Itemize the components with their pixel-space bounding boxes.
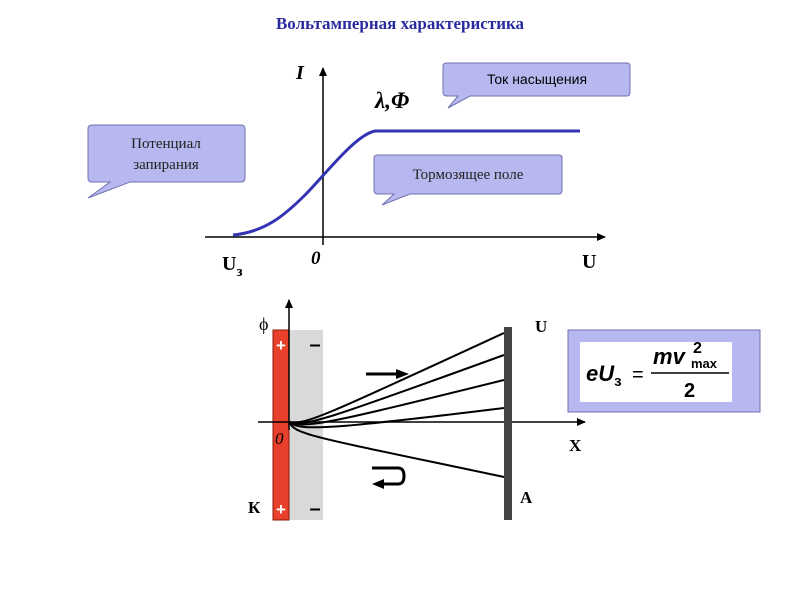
iv-stop-voltage-label: Uз xyxy=(222,253,242,280)
iv-stop-voltage-sub: з xyxy=(236,264,242,280)
callout-stopping-potential-line2: запирания xyxy=(133,157,199,173)
cathode-plus-top: + xyxy=(276,336,286,355)
iv-y-axis-label: I xyxy=(295,62,305,84)
callout-saturation-box xyxy=(442,62,631,109)
anode-label: А xyxy=(520,488,533,507)
callout-retarding-field: Тормозящее поле xyxy=(373,154,563,206)
callout-saturation: Ток насыщения xyxy=(442,62,631,109)
cathode-label: К xyxy=(248,498,261,517)
iv-x-axis-label: U xyxy=(582,251,596,273)
cathode-plate xyxy=(272,329,290,521)
formula-equals: = xyxy=(632,364,644,386)
formula-u: U xyxy=(598,361,615,386)
page-title: Вольтамперная характеристика xyxy=(275,14,525,33)
iv-graph: I U 0 Uз λ,Φ Ток насыщения Потенциал зап… xyxy=(87,62,631,280)
gap-minus-top: – xyxy=(309,334,320,356)
formula-numerator: mv xyxy=(653,344,687,369)
arrow-right-indicator xyxy=(366,369,409,379)
potential-curve-3 xyxy=(288,379,505,426)
formula-denominator: 2 xyxy=(684,380,695,402)
potential-curve-5 xyxy=(288,421,505,478)
setup-origin-label: 0 xyxy=(275,429,284,448)
formula-superscript: 2 xyxy=(693,340,702,357)
formula-v: v xyxy=(673,344,687,369)
gap-minus-bottom: – xyxy=(309,498,320,520)
arrow-u-turn-indicator xyxy=(372,466,406,489)
callout-stopping-potential: Потенциал запирания xyxy=(87,124,246,199)
setup-diagram: + + – – ϕ 0 X U К А xyxy=(248,299,586,521)
callout-stopping-potential-box xyxy=(87,124,246,199)
formula-u-sub: з xyxy=(614,373,621,390)
iv-origin-label: 0 xyxy=(311,248,321,269)
callout-retarding-field-text: Тормозящее поле xyxy=(413,167,524,183)
lambda-phi-label: λ,Φ xyxy=(374,88,409,113)
callout-saturation-text: Ток насыщения xyxy=(487,71,587,87)
formula-inner-bg xyxy=(580,342,732,402)
potential-curves xyxy=(288,332,505,478)
formula-m: m xyxy=(653,344,673,369)
potential-curve-4 xyxy=(288,407,505,429)
formula-subscript: max xyxy=(691,356,718,371)
formula-box: eUз = mv 2 max 2 xyxy=(567,329,761,413)
callout-retarding-field-box xyxy=(373,154,563,206)
formula-lhs: eUз xyxy=(586,361,622,390)
phi-axis-label: ϕ xyxy=(259,314,268,334)
iv-curve xyxy=(232,129,580,237)
callout-stopping-potential-line1: Потенциал xyxy=(131,136,201,152)
anode-u-label: U xyxy=(535,317,547,336)
iv-stop-voltage-main: U xyxy=(222,253,236,275)
cathode-plus-bottom: + xyxy=(276,500,286,519)
anode-plate xyxy=(504,327,512,520)
formula-e: e xyxy=(586,361,598,386)
setup-x-axis-label: X xyxy=(569,436,582,455)
